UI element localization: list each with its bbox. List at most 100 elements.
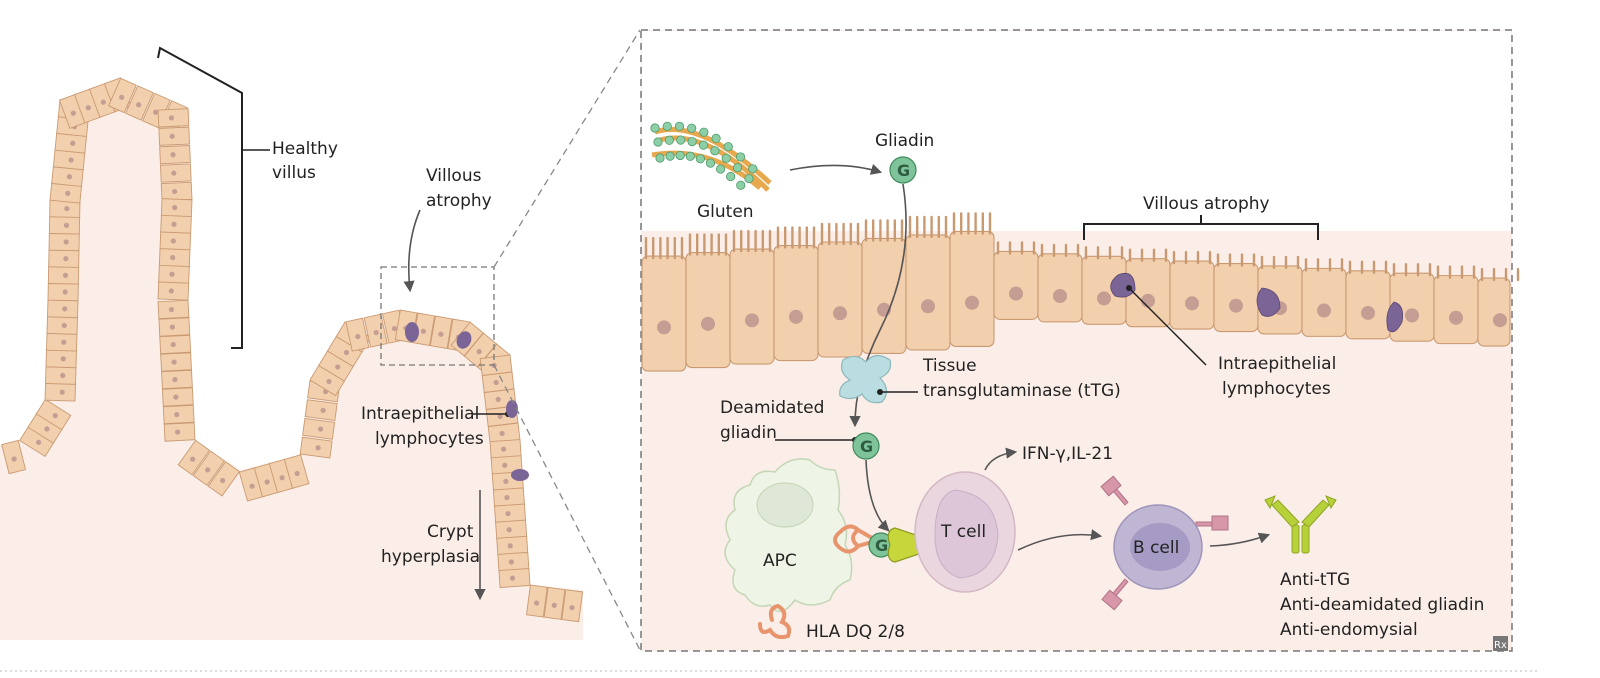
villus-cell bbox=[48, 249, 80, 268]
epithelial-cell bbox=[1345, 260, 1391, 340]
villus-cell bbox=[46, 332, 78, 352]
villus-cell bbox=[177, 439, 211, 476]
villus-cell bbox=[159, 231, 192, 251]
antibody-label-3: Anti-endomysial bbox=[1280, 620, 1418, 640]
deamidated-label-2: gliadin bbox=[720, 423, 777, 443]
villus-cell bbox=[45, 349, 77, 369]
villus-cell bbox=[48, 232, 80, 252]
villus-cell bbox=[157, 299, 190, 320]
villus-cell bbox=[47, 266, 80, 285]
antibody-label-2: Anti-deamidated gliadin bbox=[1280, 595, 1484, 615]
healthy-villus-bracket bbox=[157, 46, 243, 349]
villus-cell bbox=[158, 317, 191, 337]
villus-cell bbox=[161, 369, 193, 390]
deamidated-gliadin-molecule: G bbox=[852, 432, 880, 460]
villus-cell bbox=[108, 77, 137, 114]
svg-text:G: G bbox=[897, 161, 910, 180]
villus-cell bbox=[283, 454, 310, 489]
lymphocytes-left bbox=[405, 322, 529, 481]
villus-cell bbox=[158, 264, 190, 284]
villus-cell bbox=[561, 589, 584, 623]
villus-cell bbox=[51, 166, 84, 187]
villus-cell bbox=[192, 450, 226, 487]
villus-epithelium bbox=[1, 77, 584, 623]
villus-cell bbox=[142, 92, 171, 129]
epithelial-cell bbox=[1433, 265, 1479, 345]
epithelial-cell bbox=[905, 215, 951, 351]
epithelial-cell bbox=[1081, 246, 1127, 325]
villus-cell bbox=[52, 149, 86, 171]
villus-cell bbox=[299, 436, 333, 459]
villus-cell bbox=[45, 366, 77, 385]
t-cell-label: T cell bbox=[940, 522, 986, 542]
gluten-icon bbox=[650, 121, 772, 192]
epithelial-cell bbox=[1213, 253, 1259, 333]
villus-cell bbox=[1, 439, 27, 475]
villus-cell bbox=[302, 417, 336, 440]
t-cell: T cell bbox=[914, 471, 1016, 593]
lymphocytes-right bbox=[1110, 272, 1404, 333]
svg-text:Rx: Rx bbox=[1494, 640, 1507, 651]
villus-cell bbox=[490, 455, 523, 476]
apc-cell bbox=[724, 458, 853, 613]
epithelium-cells bbox=[641, 212, 1520, 372]
epithelial-cell bbox=[1301, 258, 1347, 337]
epithelial-cell bbox=[1169, 250, 1215, 330]
villus-cell bbox=[429, 315, 453, 350]
villus-cell bbox=[46, 316, 78, 335]
villus-cell bbox=[543, 586, 566, 620]
epithelial-cell bbox=[1037, 243, 1083, 323]
villus-cell bbox=[207, 461, 241, 497]
ttg-label-2: transglutaminase (tTG) bbox=[923, 381, 1121, 401]
antibody-icon bbox=[1264, 495, 1337, 554]
villus-cell bbox=[88, 82, 117, 118]
villus-cell bbox=[304, 399, 338, 422]
rx-logo: Rx bbox=[1493, 636, 1508, 651]
healthy-villus-label: Healthy bbox=[272, 139, 338, 159]
ttg-label: Tissue bbox=[922, 356, 977, 376]
villus-cell bbox=[159, 334, 192, 355]
villus-cell bbox=[159, 145, 191, 165]
gluten-label: Gluten bbox=[697, 202, 754, 222]
left-panel: Healthy villus Villous atrophy Intraepit… bbox=[0, 46, 584, 640]
intraepithelial-label-right: Intraepithelial bbox=[1218, 354, 1336, 374]
hla-label: HLA DQ 2/8 bbox=[806, 622, 905, 642]
deamidated-label: Deamidated bbox=[720, 398, 824, 418]
villus-cell bbox=[157, 281, 190, 301]
villus-cell bbox=[44, 382, 76, 402]
antibody-label-1: Anti-tTG bbox=[1280, 570, 1350, 590]
crypt-label: Crypt bbox=[427, 522, 474, 542]
villous-atrophy-label-right: Villous atrophy bbox=[1143, 194, 1270, 214]
villous-atrophy-label-2: atrophy bbox=[426, 191, 492, 211]
b-cell: B cell bbox=[1100, 475, 1229, 611]
crypt-label-2: hyperplasia bbox=[381, 547, 480, 567]
epithelial-cell bbox=[993, 241, 1039, 320]
gliadin-molecule: G bbox=[889, 156, 917, 184]
lamina-propria bbox=[0, 80, 583, 640]
villus-cell bbox=[48, 216, 81, 235]
epithelial-cell bbox=[685, 233, 731, 369]
epithelial-cell bbox=[949, 212, 995, 347]
gliadin-label: Gliadin bbox=[875, 131, 934, 151]
villus-cell bbox=[162, 404, 195, 425]
villus-cell bbox=[160, 214, 192, 234]
villus-cell bbox=[161, 387, 194, 407]
villus-cell bbox=[157, 108, 190, 128]
villus-cell bbox=[497, 551, 530, 572]
apc-label: APC bbox=[763, 551, 797, 571]
b-cell-label: B cell bbox=[1133, 538, 1179, 558]
villus-cell bbox=[47, 299, 79, 319]
epithelial-cell bbox=[773, 226, 819, 362]
villus-cell bbox=[498, 567, 531, 588]
villus-cell bbox=[495, 519, 528, 540]
epithelial-cell bbox=[1477, 267, 1520, 347]
intraepithelial-label-right-2: lymphocytes bbox=[1222, 379, 1331, 399]
svg-text:G: G bbox=[860, 437, 873, 456]
epithelial-cell bbox=[641, 236, 687, 372]
epithelial-cell bbox=[729, 229, 775, 365]
right-panel: Gluten Gliadin G Villous atrophy Intraep… bbox=[640, 29, 1520, 652]
villus-cell bbox=[125, 85, 154, 121]
svg-text:G: G bbox=[875, 536, 888, 555]
villous-atrophy-label: Villous bbox=[426, 166, 482, 186]
